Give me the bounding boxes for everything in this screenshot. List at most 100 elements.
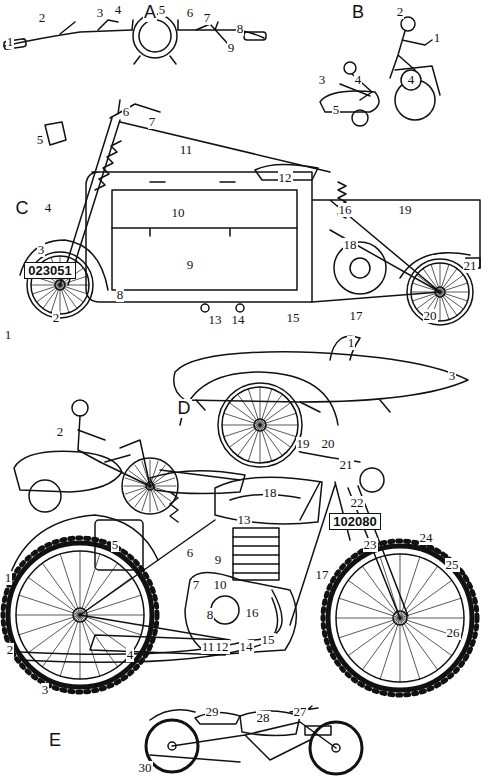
cargo-motorcycle <box>20 100 480 325</box>
spoke <box>60 554 80 615</box>
callout-number: 24 <box>419 531 434 545</box>
panel-letter: C <box>15 199 30 218</box>
callout-number: 4 <box>407 73 416 87</box>
callout-number: 13 <box>237 513 252 527</box>
spoke <box>150 486 165 507</box>
callout-number: 26 <box>446 626 461 640</box>
spoke <box>80 595 141 615</box>
callout-number: 1 <box>6 35 15 49</box>
spoke <box>150 478 175 486</box>
callout-number: 19 <box>398 203 413 217</box>
spoke <box>431 264 440 292</box>
spoke <box>129 486 150 501</box>
spoke <box>31 285 60 286</box>
callout-number: 16 <box>338 203 353 217</box>
callout-number: 3 <box>318 73 327 87</box>
spoke <box>440 292 463 309</box>
spoke <box>135 486 150 507</box>
spoke <box>150 486 171 501</box>
spoke <box>260 425 291 447</box>
callout-number: 4 <box>354 73 363 87</box>
solo-motorcycle <box>3 446 477 695</box>
spoke <box>400 618 464 619</box>
spoke <box>412 292 440 301</box>
spoke <box>80 551 81 615</box>
spoke <box>380 557 400 618</box>
spoke <box>440 275 463 292</box>
callout-number: 3 <box>37 243 46 257</box>
callout-number: 6 <box>186 546 195 560</box>
panel-letter: B <box>351 3 365 22</box>
callout-number: 1 <box>4 328 13 342</box>
callout-number: 16 <box>245 606 260 620</box>
spoke <box>150 486 158 511</box>
callout-number: 12 <box>215 640 230 654</box>
spoke <box>80 615 100 676</box>
callout-number: 28 <box>256 711 271 725</box>
spoke <box>125 486 150 494</box>
callout-number: 2 <box>38 11 47 25</box>
spoke <box>150 460 151 486</box>
callout-number: 11 <box>179 143 194 157</box>
spoke <box>417 275 440 292</box>
callout-number: 1 <box>4 571 13 585</box>
spoke <box>362 618 400 670</box>
spoke <box>260 389 272 425</box>
callout-number: 2 <box>6 643 15 657</box>
spoke <box>80 615 144 616</box>
spoke <box>80 554 100 615</box>
spoke <box>336 618 400 619</box>
spoke <box>42 563 80 615</box>
spoke <box>60 285 61 314</box>
spoke <box>150 486 175 494</box>
wheel-spokes <box>16 256 469 682</box>
spoke <box>19 615 80 635</box>
spoke <box>142 461 150 486</box>
callout-number: 8 <box>116 288 125 302</box>
spoke <box>417 292 440 309</box>
callout-number: 21 <box>339 458 354 472</box>
callout-number: 9 <box>186 258 195 272</box>
spoke <box>400 618 401 682</box>
spoke <box>440 263 441 292</box>
spoke <box>150 465 165 486</box>
callout-number: 4 <box>44 201 53 215</box>
spoke <box>348 580 400 618</box>
callout-number: 18 <box>263 486 278 500</box>
spoke <box>37 285 60 302</box>
callout-number: 1 <box>347 336 356 350</box>
callout-number: 25 <box>445 558 460 572</box>
callout-number: 17 <box>315 568 330 582</box>
spoke <box>423 269 440 292</box>
callout-number: 8 <box>236 22 245 36</box>
spoke <box>238 394 260 425</box>
spoke <box>28 615 80 653</box>
callout-number: 2 <box>56 425 65 439</box>
callout-number: 14 <box>231 313 246 327</box>
callout-number: 19 <box>296 437 311 451</box>
small-motorcycle <box>146 706 362 774</box>
spoke <box>380 618 400 679</box>
callout-number: 4 <box>126 648 135 662</box>
callout-number: 4 <box>114 3 123 17</box>
spoke <box>28 577 80 615</box>
spoke <box>248 425 260 461</box>
spoke <box>440 292 449 320</box>
spoke <box>19 595 80 615</box>
spoke <box>260 425 282 456</box>
spoke <box>135 465 150 486</box>
callout-number: 11 <box>201 640 216 654</box>
spoke <box>42 615 80 667</box>
panel-letter: A <box>143 3 157 22</box>
spoke <box>80 615 118 667</box>
spoke <box>362 566 400 618</box>
spoke <box>260 387 261 425</box>
callout-number: 2 <box>52 311 61 325</box>
callout-number: 5 <box>332 103 341 117</box>
spoke <box>51 285 60 313</box>
panel-letter: E <box>48 731 62 750</box>
callout-number: 9 <box>227 41 236 55</box>
panel-letter: D <box>177 399 192 418</box>
spoke <box>260 425 272 461</box>
